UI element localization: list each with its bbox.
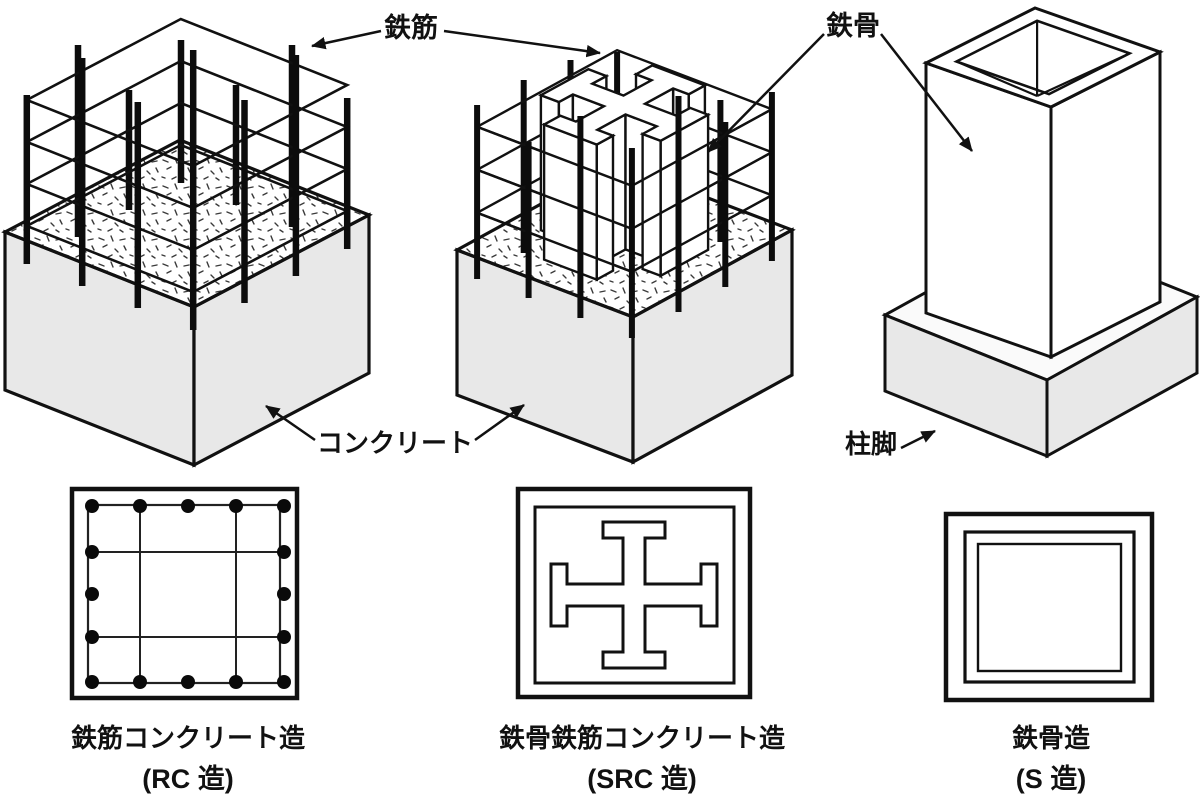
rebar-arrow-right xyxy=(443,29,601,58)
column-base-label: 柱脚 xyxy=(845,429,897,459)
src-cruciform-steel xyxy=(549,520,719,670)
s-cross-section xyxy=(943,511,1155,703)
s-caption: 鉄骨造 xyxy=(1012,723,1090,753)
concrete-arrow-right xyxy=(474,403,525,442)
rc-rebar-dots xyxy=(85,499,291,689)
rc-caption: 鉄筋コンクリート造 xyxy=(71,723,305,753)
rebar-arrow-left xyxy=(311,29,382,50)
s-tube-interior-edges xyxy=(956,20,1131,98)
s-tube-inner-wall xyxy=(976,542,1123,673)
rc-rebar-front xyxy=(23,50,351,330)
s-column-3d xyxy=(881,6,1200,459)
rc-cross-section xyxy=(69,486,300,701)
steel-frame-label: 鉄骨 xyxy=(826,10,880,41)
rc-tie-lines xyxy=(88,505,280,683)
src-rebar-front xyxy=(474,92,775,338)
concrete-stipple-top xyxy=(5,140,369,307)
rc-concrete-block xyxy=(1,138,373,468)
s-tube-outer-wall xyxy=(963,530,1136,684)
rc-column-3d xyxy=(1,17,373,468)
src-abbr: (SRC 造) xyxy=(587,764,697,794)
rc-abbr: (RC 造) xyxy=(142,764,233,794)
captions: 鉄筋コンクリート造 (RC 造) 鉄骨鉄筋コンクリート造 (SRC 造) 鉄骨造… xyxy=(71,723,1090,794)
rebar-label: 鉄筋 xyxy=(384,12,438,43)
column-base-arrow xyxy=(900,429,936,450)
src-cross-section xyxy=(515,486,753,700)
annotation-column-base: 柱脚 xyxy=(845,429,936,459)
concrete-label: コンクリート xyxy=(317,428,473,458)
src-column-3d xyxy=(453,48,796,465)
s-steel-tube xyxy=(922,6,1164,360)
s-abbr: (S 造) xyxy=(1016,764,1087,794)
src-caption: 鉄骨鉄筋コンクリート造 xyxy=(499,723,785,753)
concrete-arrow-left xyxy=(265,404,316,442)
steel-frame-arrow-right xyxy=(880,33,973,152)
annotation-steel-frame: 鉄骨 xyxy=(707,10,973,153)
annotation-rebar: 鉄筋 xyxy=(311,12,601,58)
steel-frame-arrow-left xyxy=(707,33,825,153)
annotation-concrete: コンクリート xyxy=(265,403,525,458)
